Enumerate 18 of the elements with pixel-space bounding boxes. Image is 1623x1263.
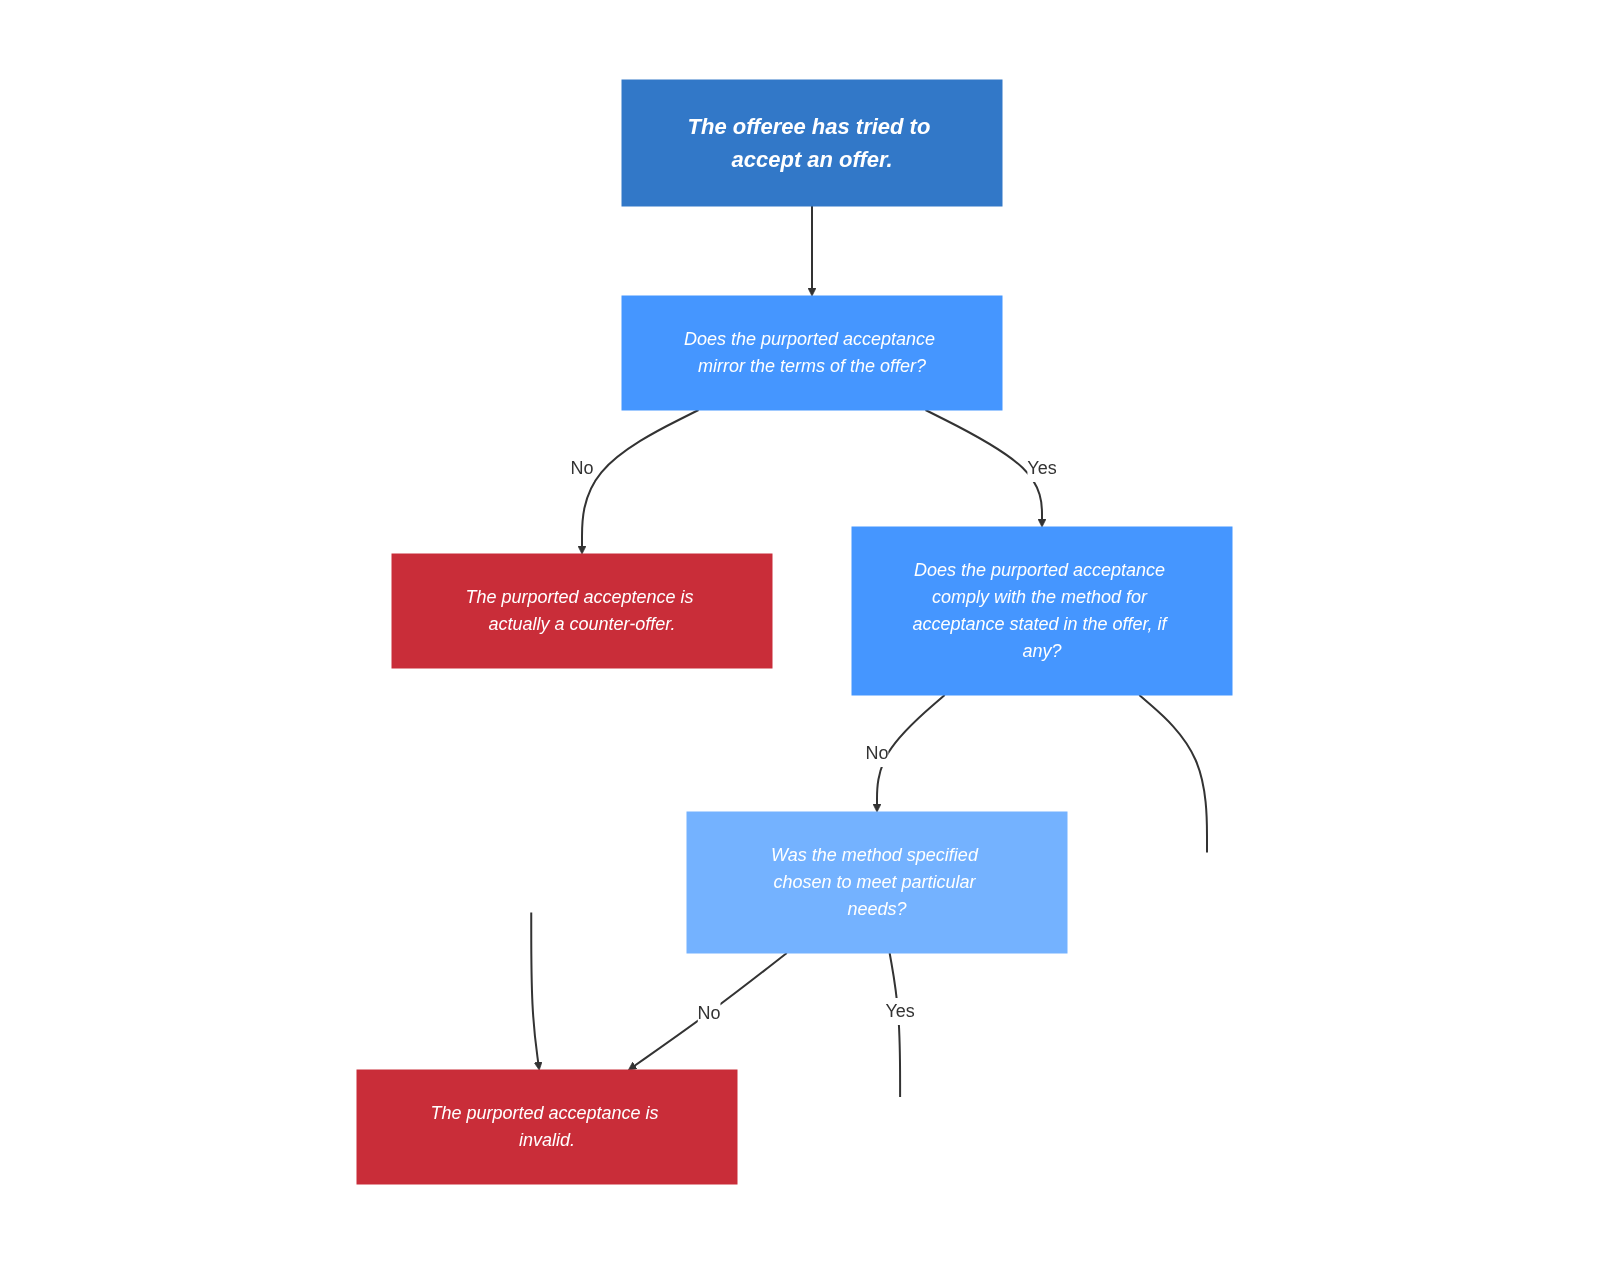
arrow — [807, 204, 816, 296]
arrow — [529, 911, 542, 1070]
edge-label: No — [569, 457, 594, 478]
edge-label: Yes — [884, 1000, 915, 1021]
arrow — [577, 408, 699, 554]
edge-label: No — [697, 1002, 721, 1023]
edge-label: Yes — [1026, 457, 1057, 478]
arrow — [627, 951, 788, 1070]
node-box: Was the method specified chosen to meet particular needs? — [686, 811, 1067, 953]
node-box: The purported acceptence is actually a counter-offer. — [391, 553, 772, 668]
node-box: The purported acceptance is invalid. — [356, 1069, 737, 1184]
arrow — [924, 408, 1046, 527]
connector — [1137, 693, 1208, 853]
edge-label: No — [864, 742, 889, 763]
node-box: The offeree has tried to accept an offer. — [621, 79, 1002, 206]
arrow — [872, 693, 946, 812]
node-box: Does the purported acceptance mirror the terms of the offer? — [621, 295, 1002, 410]
node-box: Does the purported acceptance comply with the method for acceptance stated in the offer, if any? — [851, 526, 1232, 695]
